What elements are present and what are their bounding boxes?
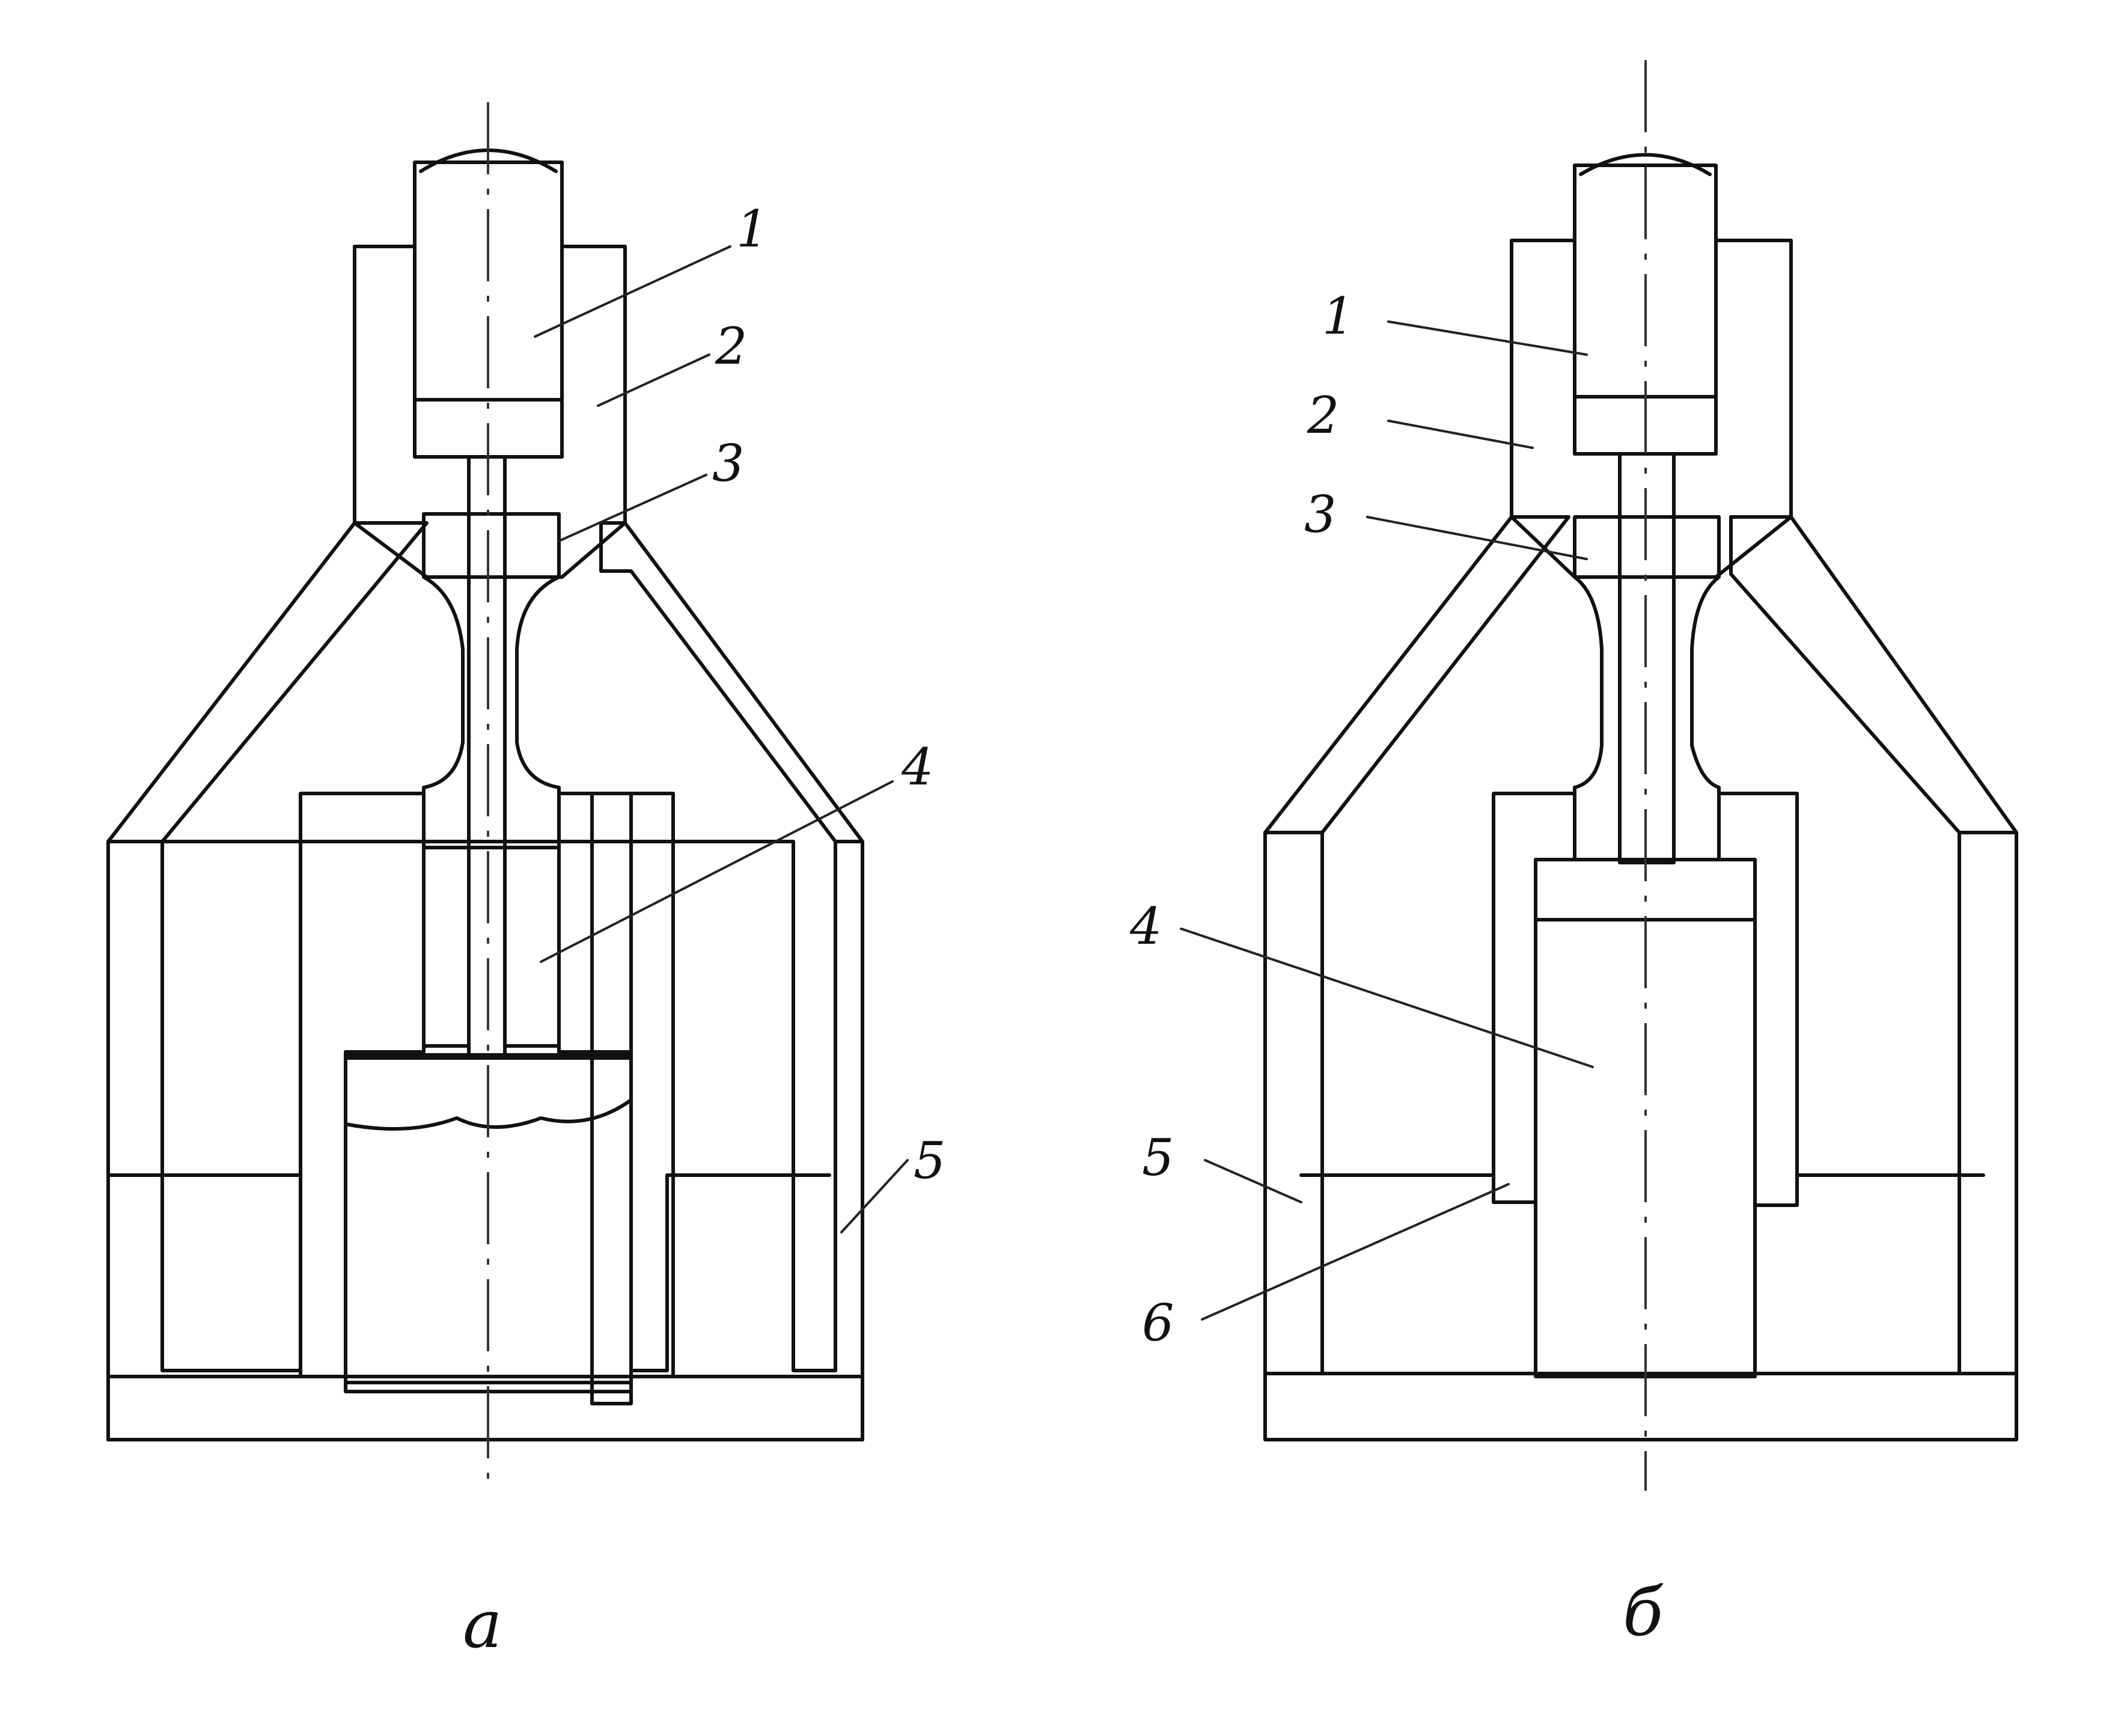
view-b: 1 2 3 4 5 6 б [1129,60,2018,1651]
leader-2b [1387,420,1534,449]
housing-left-wall [106,840,302,1372]
label-6b: 6 [1142,1294,1174,1352]
label-1b: 1 [1322,287,1354,346]
view-a: 1 2 3 4 5 а [106,102,945,1663]
die-right [557,792,675,1378]
label-2b: 2 [1307,386,1339,445]
label-3b: 3 [1304,485,1336,544]
die-left [299,792,426,1378]
housing-b-right [1958,831,2018,1375]
workpiece [422,512,561,849]
label-4b: 4 [1129,897,1162,956]
housing-b-bottom [1263,1372,2018,1441]
housing-bottom [106,1375,864,1441]
label-5a: 5 [914,1131,945,1190]
leader-2a [597,353,710,407]
leader-1b [1387,320,1588,356]
leader-3a [558,474,707,542]
housing-outer-wall [106,792,864,1441]
caption-b: б [1623,1574,1664,1651]
punch-dome-b [1579,153,1712,176]
die-b-right [1717,792,1799,1207]
housing-b-left [1263,831,1324,1375]
punch-body [413,160,564,459]
upper-sleeve-b [1510,239,1793,579]
label-4a: 4 [901,738,933,796]
cone-b-left [1263,515,1570,834]
workpiece-b [1573,515,1721,861]
compact-plate [344,1056,633,1131]
leader-4a [540,780,894,963]
label-5b: 5 [1142,1128,1174,1187]
cone-b-right [1729,515,2018,834]
caption-a: а [463,1586,502,1663]
leader-1a [534,245,731,338]
leader-5b [1204,1159,1302,1203]
cone-left [106,521,429,843]
leader-6b [1201,1183,1510,1321]
upper-sleeve [353,245,627,579]
die-center-top-right [503,846,561,1048]
leader-3b [1366,516,1588,560]
label-2a: 2 [715,317,747,376]
label-3a: 3 [712,434,744,493]
label-1a: 1 [736,200,768,258]
die-center-top-left [422,846,471,1048]
leader-5a [840,1159,909,1233]
leader-4b [1180,928,1594,1068]
